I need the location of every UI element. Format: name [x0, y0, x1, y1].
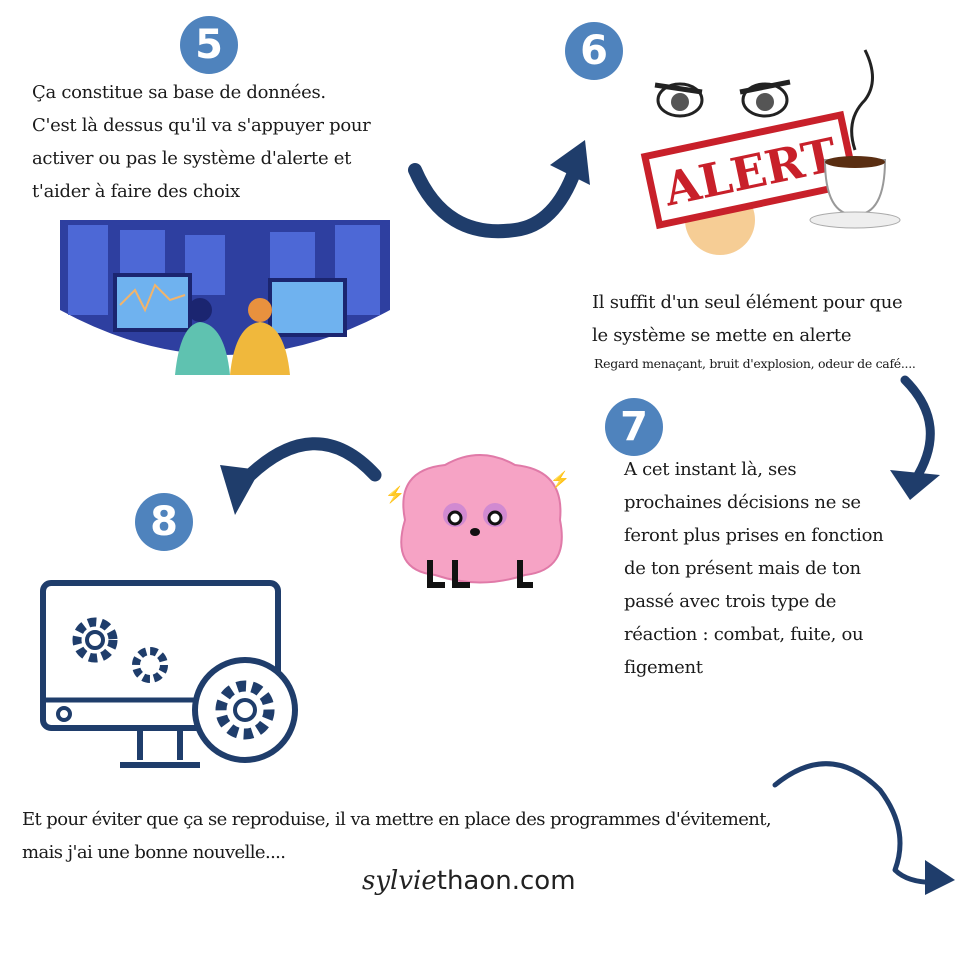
curved-arrow-6-to-7	[890, 375, 940, 500]
line: activer ou pas le système d'alerte et	[32, 148, 352, 169]
line: feront plus prises en fonction	[624, 525, 884, 546]
line: Il suffit d'un seul élément pour que	[592, 292, 903, 313]
line: mais j'ai une bonne nouvelle....	[22, 842, 286, 863]
curved-arrow-5-to-6	[408, 140, 590, 239]
line: Et pour éviter que ça se reproduise, il …	[22, 809, 772, 830]
alert-illustration: ALERT	[640, 49, 901, 255]
brand-script: sylvie	[362, 866, 437, 896]
step-8-text: Et pour éviter que ça se reproduise, il …	[22, 803, 772, 869]
svg-text:⚡: ⚡	[385, 485, 405, 504]
curved-arrow-next	[772, 761, 955, 895]
line: prochaines décisions ne se	[624, 492, 861, 513]
step-6-badge: 6	[565, 22, 623, 80]
step-7-text: A cet instant là, ses prochaines décisio…	[624, 453, 884, 684]
line: de ton présent mais de ton	[624, 558, 861, 579]
svg-text:⚡: ⚡	[550, 470, 570, 489]
line: figement	[624, 657, 703, 678]
step-8-badge: 8	[135, 493, 193, 551]
step-5-badge: 5	[180, 16, 238, 74]
stressed-brain-illustration: ⚡⚡	[385, 454, 570, 588]
line: A cet instant là, ses	[624, 459, 797, 480]
step-5-text: Ça constitue sa base de données. C'est l…	[32, 76, 371, 208]
step-6-text: Il suffit d'un seul élément pour que le …	[592, 286, 903, 352]
line: t'aider à faire des choix	[32, 181, 240, 202]
server-room-illustration	[60, 220, 390, 375]
curved-arrow-7-to-8	[220, 437, 382, 515]
brand-domain: thaon.com	[436, 866, 576, 896]
step-7-badge: 7	[605, 398, 663, 456]
line: Ça constitue sa base de données.	[32, 82, 326, 103]
line: le système se mette en alerte	[592, 325, 852, 346]
computer-gears-icon	[40, 580, 298, 768]
line: passé avec trois type de	[624, 591, 837, 612]
step-6-note: Regard menaçant, bruit d'explosion, odeu…	[594, 356, 916, 371]
brand-logo: sylviethaon.com	[362, 866, 576, 896]
line: C'est là dessus qu'il va s'appuyer pour	[32, 115, 371, 136]
line: réaction : combat, fuite, ou	[624, 624, 864, 645]
